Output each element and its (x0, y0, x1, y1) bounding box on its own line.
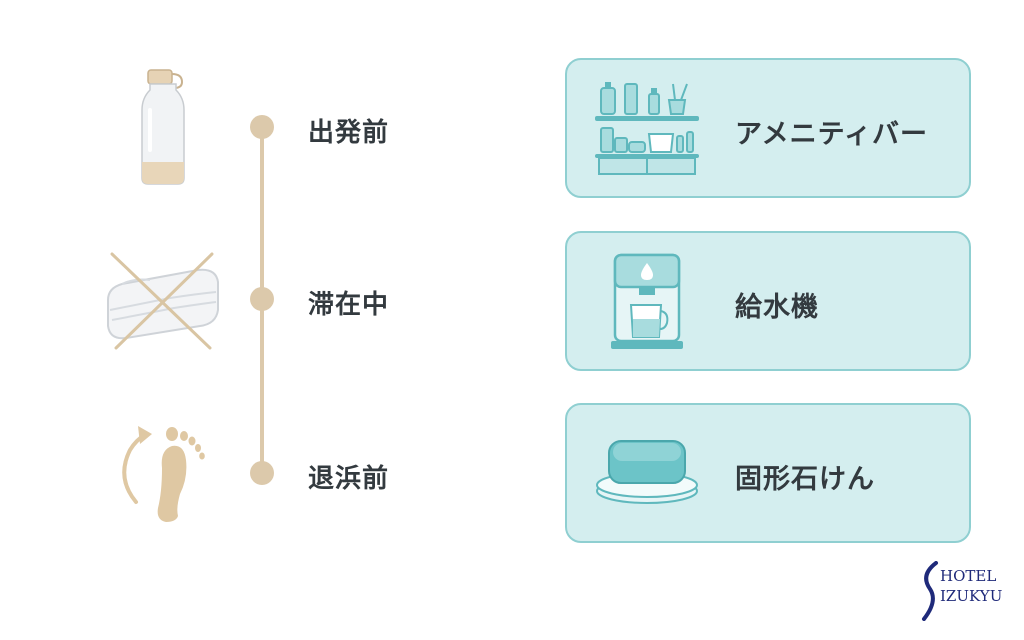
card-label-amenity-bar: アメニティバー (735, 119, 929, 150)
water-dispenser-icon (611, 253, 683, 349)
timeline-dot-1 (250, 115, 274, 139)
step-label-before-departure: 出発前 (308, 118, 390, 148)
card-label-solid-soap: 固形石けん (735, 464, 875, 495)
hotel-izukyu-logo: HOTEL IZUKYU (916, 561, 1016, 621)
water-bottle-icon (141, 69, 185, 185)
footprint-arrow-icon (122, 426, 205, 522)
timeline-dot-2 (250, 287, 274, 311)
step-label-during-stay: 滞在中 (308, 290, 390, 320)
crossed-towel-icon (107, 252, 219, 350)
card-water-dispenser: 給水機 (565, 231, 971, 371)
logo-wave-icon (922, 561, 938, 621)
timeline-dot-3 (250, 461, 274, 485)
card-label-water-dispenser: 給水機 (735, 292, 819, 323)
step-label-before-leaving-beach: 退浜前 (308, 464, 390, 494)
soap-bar-icon (596, 440, 698, 504)
card-amenity-bar: アメニティバー (565, 58, 971, 198)
logo-line-izukyu: IZUKYU (940, 587, 1003, 605)
card-solid-soap: 固形石けん (565, 403, 971, 543)
logo-line-hotel: HOTEL (940, 567, 997, 585)
amenity-shelf-icon (595, 82, 699, 175)
